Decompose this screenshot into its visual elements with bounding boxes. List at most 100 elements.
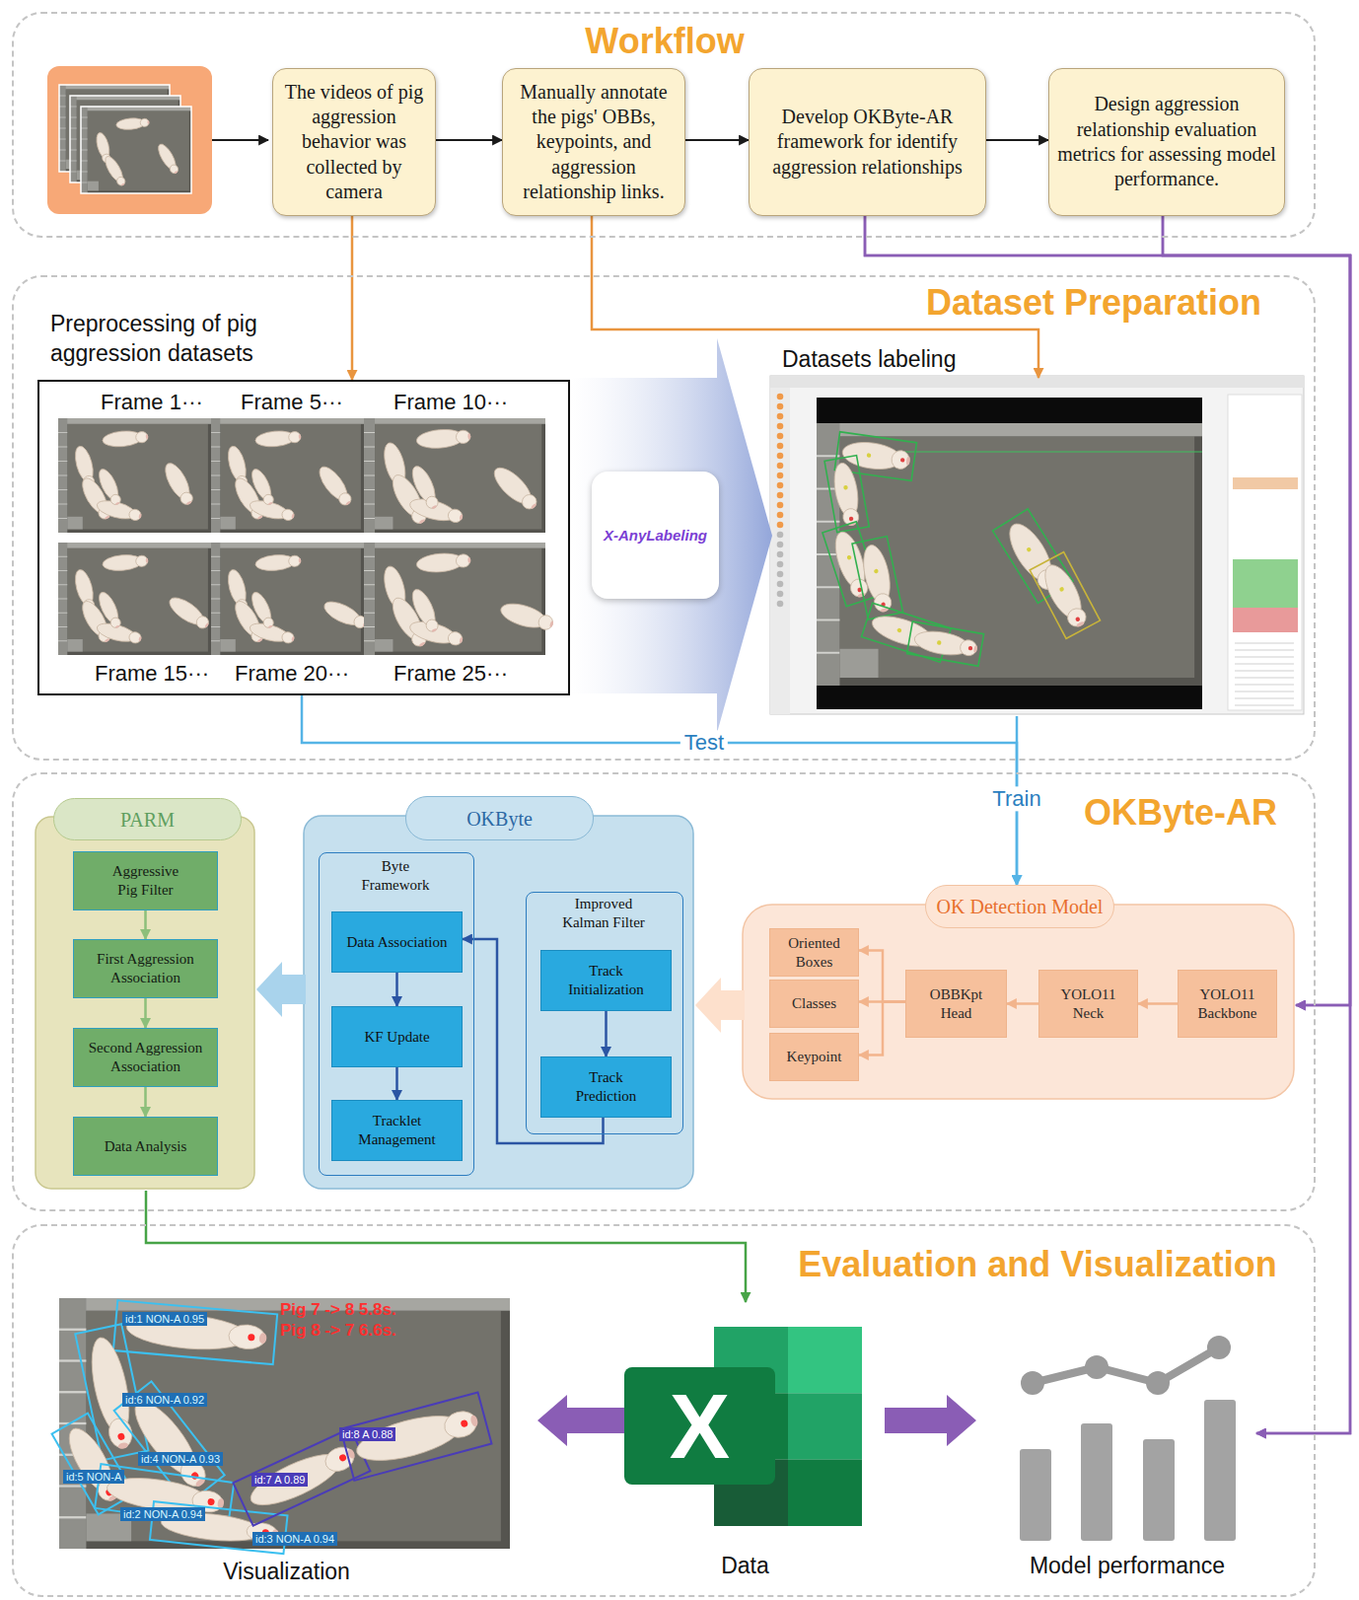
frame-grid-part <box>211 418 220 533</box>
tracking-result-image-part <box>59 1515 86 1518</box>
labeling-screenshot-part <box>777 541 785 549</box>
frame-label: Frame 15··· <box>77 660 226 687</box>
connector <box>145 1190 746 1302</box>
connector <box>986 140 1049 142</box>
connector <box>144 998 146 1028</box>
labeling-screenshot-part <box>777 482 785 490</box>
connector-line <box>351 215 355 380</box>
frame-grid-part <box>67 639 83 652</box>
frame-grid-part <box>211 612 220 614</box>
node-text: Keypoint <box>786 1047 843 1067</box>
section-band: The videos of pig aggression behavior wa… <box>11 11 1316 238</box>
node-text: Aggressive Pig Filter <box>103 861 188 900</box>
node-text: Manually annotate the pigs' OBBs, keypoi… <box>506 79 681 206</box>
section-band: VisualizationDataModel performanceEvalua… <box>11 1223 1316 1597</box>
performance-chart-icon-part <box>1145 1370 1170 1395</box>
frame-grid-part-part <box>145 433 149 439</box>
labeling-screenshot-part <box>770 375 1304 388</box>
process-box: Develop OKByte-AR framework for identify… <box>748 68 987 216</box>
labeling-screenshot-part <box>777 580 785 588</box>
frame-grid-part <box>58 418 68 533</box>
section-band: Aggressive Pig FilterFirst Aggression As… <box>11 772 1316 1212</box>
labeling-screenshot-part <box>816 651 840 654</box>
frame-grid-part-part <box>128 630 144 644</box>
connector-label: Test <box>680 729 728 755</box>
connector <box>858 1001 906 1056</box>
frame-grid-part <box>363 556 375 558</box>
tracking-result-image-part <box>59 1390 86 1393</box>
connector-line <box>1006 1001 1039 1005</box>
video-thumbnail-part-part <box>80 149 88 151</box>
frame-grid-part <box>211 446 220 448</box>
labeling-screenshot-part <box>777 423 785 430</box>
performance-chart-icon-part <box>1032 1347 1219 1383</box>
frame-grid-part <box>58 570 68 572</box>
spreadsheet-icon-part <box>787 1392 862 1459</box>
frame-grid-part-part <box>115 624 121 629</box>
panel-heading: Datasets labeling <box>782 345 1039 375</box>
panel-background-part <box>35 816 255 1189</box>
connector-line <box>143 910 147 939</box>
frame-grid-part-part <box>290 513 295 519</box>
frame-grid-part <box>211 431 220 433</box>
video-thumbnail-part <box>80 106 192 194</box>
video-thumbnail-part-part <box>59 128 67 130</box>
frame-grid-part-part <box>418 518 426 525</box>
node-text: KF Update <box>363 1027 430 1047</box>
video-thumbnail-part <box>212 139 269 142</box>
block-arrow-shape <box>256 961 306 1017</box>
frame-grid-part-part <box>290 636 295 642</box>
output-box: Oriented Boxes <box>769 928 859 977</box>
frame-grid-part-part <box>135 430 148 443</box>
labeling-screenshot-part-part <box>1064 605 1089 631</box>
node-text: YOLO11 Neck <box>1049 985 1129 1023</box>
node-text: Data Analysis <box>104 1137 188 1156</box>
frame-grid-part <box>363 418 546 533</box>
frame-grid-part-part <box>138 513 143 519</box>
labeling-screenshot-part-part <box>1025 546 1032 553</box>
labeling-screenshot-part-part <box>973 644 979 653</box>
frame-grid-part <box>58 418 212 425</box>
video-thumbnail-part-part <box>80 182 88 184</box>
frame-grid-part <box>363 542 546 655</box>
frame-grid-part-part <box>345 500 352 505</box>
frame-grid-part <box>498 598 557 634</box>
process-box: Data Analysis <box>72 1116 218 1176</box>
tracking-result-image-part <box>59 1297 510 1549</box>
video-thumbnail-part-part <box>87 181 99 192</box>
connector <box>352 215 354 380</box>
labeling-screenshot-part <box>777 403 785 411</box>
figure-caption: Data <box>626 1552 864 1580</box>
group-title: Improved Kalman Filter <box>554 894 653 932</box>
output-box: Keypoint <box>769 1032 859 1081</box>
labeling-screenshot-part <box>777 571 785 578</box>
frame-grid-part <box>211 503 220 505</box>
labeling-screenshot-part-part <box>866 452 872 458</box>
video-thumbnail-part-part <box>59 149 67 151</box>
frame-grid-part <box>58 542 68 655</box>
video-thumbnail-part-part <box>70 171 77 173</box>
frame-grid-part <box>363 583 375 585</box>
frame-grid-part-part <box>186 500 193 506</box>
frame-grid-part <box>211 542 364 655</box>
frame-grid-part-part <box>455 429 471 444</box>
layer-box: OBBKpt Head <box>905 969 1007 1038</box>
frame-grid-part-part <box>204 622 210 629</box>
layer-box: YOLO11 Neck <box>1038 969 1139 1038</box>
block-arrow-shape <box>537 1394 625 1446</box>
video-thumbnail-part-part <box>80 139 88 141</box>
frame-grid-part <box>363 475 375 477</box>
connector-line <box>1138 1001 1178 1005</box>
frame-grid-part <box>58 418 212 533</box>
frame-grid-part <box>58 431 68 433</box>
frame-grid-part <box>363 503 375 505</box>
frame-grid-part <box>35 377 569 694</box>
video-thumbnail-part-part <box>80 106 88 194</box>
labeling-screenshot-part <box>777 521 785 529</box>
labeling-screenshot-part <box>777 531 785 539</box>
labeling-screenshot-part-part <box>846 554 853 561</box>
frame-grid-part <box>219 548 361 652</box>
frame-grid-part <box>211 460 220 462</box>
tracking-result-image-part-part <box>216 1498 225 1508</box>
